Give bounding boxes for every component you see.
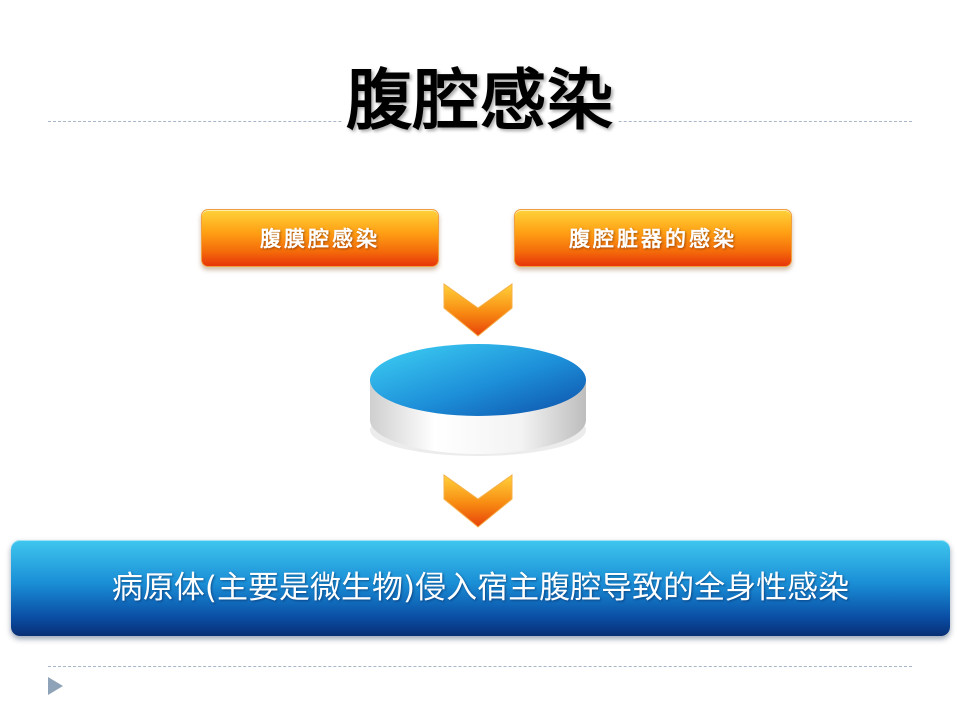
triangle-right-icon[interactable] [46,676,64,696]
category-peritoneal-cavity-infection: 腹膜腔感染 [201,209,439,267]
definition-banner: 病原体(主要是微生物)侵入宿主腹腔导致的全身性感染 [11,540,950,636]
slide-title: 腹腔感染 [0,56,960,146]
chevron-down-icon [443,283,513,337]
bottom-dashed-divider [48,666,912,667]
category-abdominal-organ-infection: 腹腔脏器的感染 [514,209,792,267]
slide-title-text: 腹腔感染 [342,62,618,139]
chevron-down-icon [443,474,513,528]
cylinder-disk-icon [370,344,586,456]
